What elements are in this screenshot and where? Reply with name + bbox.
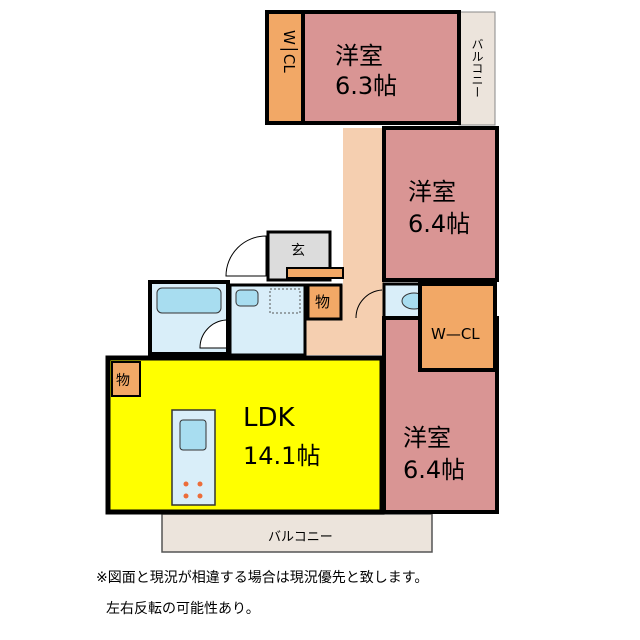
washbasin [235,289,259,307]
genkan-label: 玄 [291,243,305,259]
ldk-area [105,355,385,515]
balcony-bottom-area [161,513,433,553]
room2-size: 6.4帖 [408,210,471,238]
room1-area [301,10,461,125]
mirror-note: 左右反転の可能性あり。 [106,601,260,617]
room3-size: 6.4帖 [403,456,466,484]
wcl-mid-area [418,282,497,372]
storage-ldk-label: 物 [116,373,130,389]
balcony-bottom-label: バルコニー [268,530,333,545]
storage-hall-label: 物 [315,293,331,311]
bathtub [156,287,222,314]
room2-area [382,126,499,282]
room1-size: 6.3帖 [335,72,398,100]
balcony-top-label: バルコニー [470,38,484,98]
shoe-storage [286,267,344,279]
ldk-name: LDK [243,403,295,433]
entrance-door [225,235,267,277]
balcony-top-area [458,11,496,126]
storage-ldk-area [111,361,141,397]
wcl-mid-label: W—CL [431,325,480,343]
room3-name: 洋室 [403,424,451,452]
storage-hall-area [306,283,343,321]
wcl-top-label: W│CL [280,30,298,73]
washer-pan [269,288,301,314]
disclaimer-note: ※図面と現況が相違する場合は現況優先と致します。 [96,570,429,586]
room2-name: 洋室 [408,178,456,206]
room1-name: 洋室 [335,42,383,70]
ldk-size: 14.1帖 [243,442,321,470]
bath-door [199,319,227,349]
kitchen-sink [179,419,207,451]
toilet-door [355,289,383,319]
stove-burners [183,481,203,499]
